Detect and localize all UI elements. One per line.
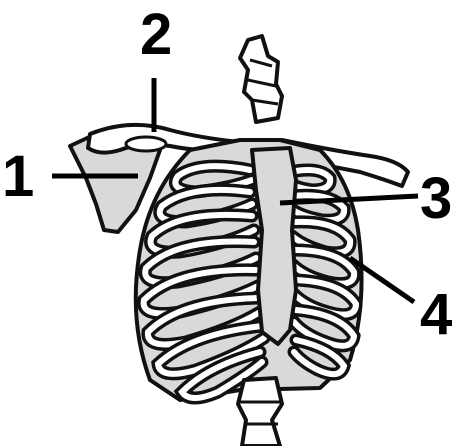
lumbar-spine: [238, 378, 282, 446]
coracoid-process: [126, 137, 166, 151]
label-1: 1: [2, 148, 34, 206]
cervical-spine: [240, 36, 282, 122]
label-4: 4: [420, 286, 452, 344]
label-2: 2: [140, 6, 172, 64]
label-3: 3: [420, 170, 452, 228]
